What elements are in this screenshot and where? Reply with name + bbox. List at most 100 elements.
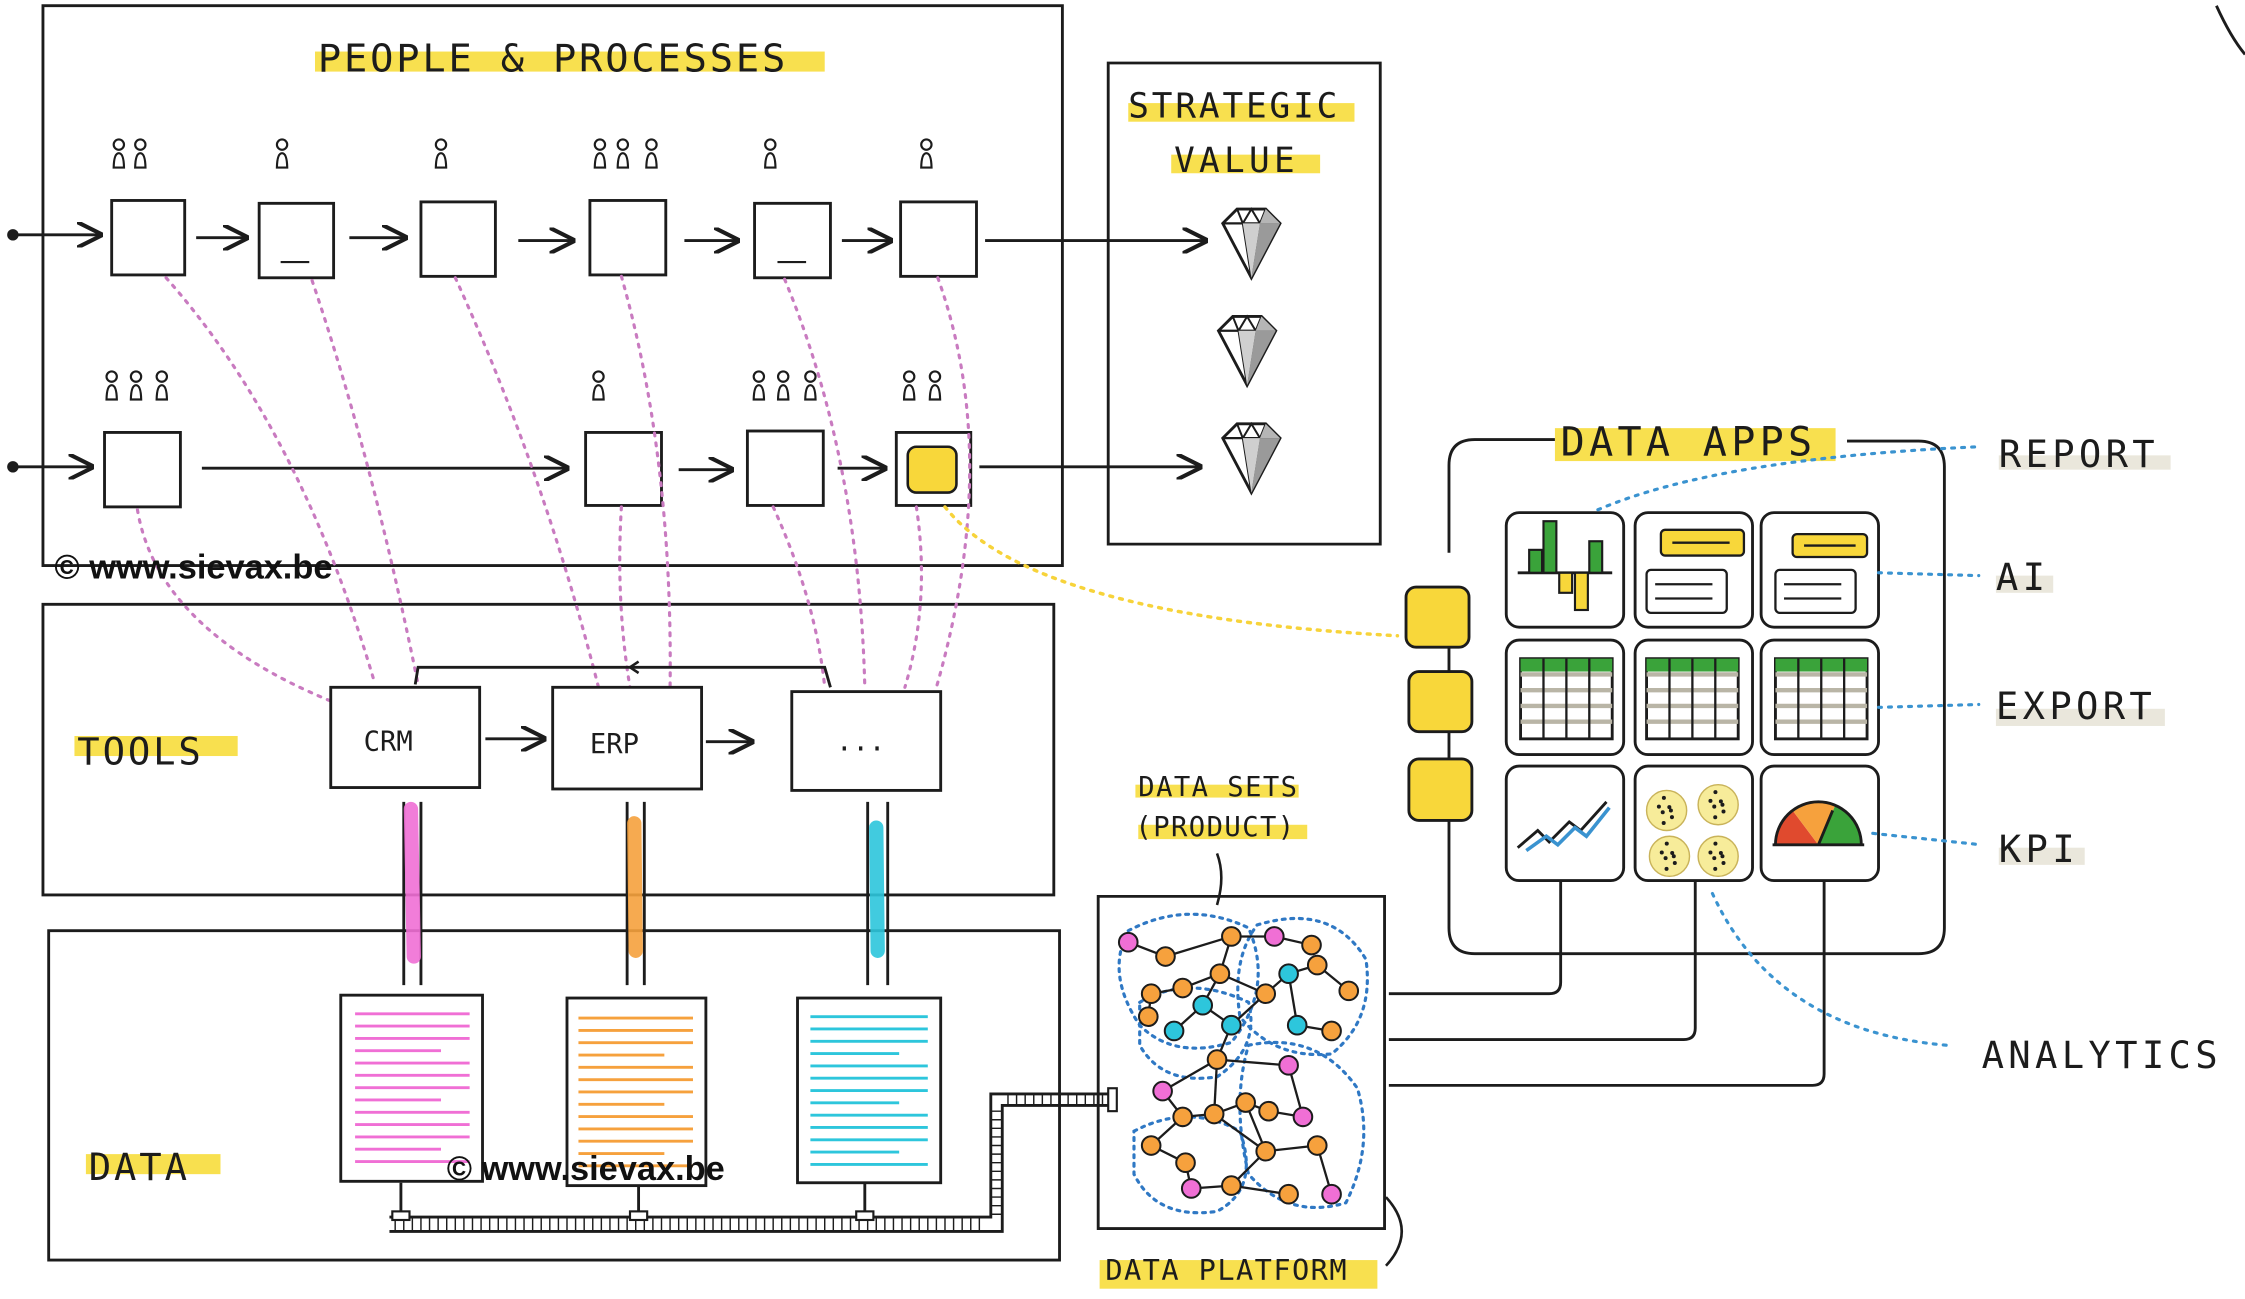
scatter-dot bbox=[1712, 856, 1717, 861]
scatter-dot bbox=[1721, 861, 1726, 866]
ai-label: AI bbox=[1996, 555, 2049, 599]
network-node bbox=[1155, 946, 1176, 967]
process-step bbox=[899, 200, 978, 278]
scatter-dot bbox=[1670, 850, 1675, 855]
scatter-dot bbox=[1718, 850, 1723, 855]
tool-data-connectors bbox=[402, 801, 890, 986]
strategic-value-title-1: STRATEGIC bbox=[1128, 86, 1340, 126]
network-node bbox=[1306, 1135, 1328, 1156]
cluster-blob bbox=[1697, 835, 1739, 878]
network-node bbox=[1206, 1049, 1228, 1070]
scatter-dot bbox=[1718, 799, 1723, 804]
cluster-blob bbox=[1648, 835, 1691, 878]
strategic-value-title-2: VALUE bbox=[1174, 141, 1299, 181]
process-step bbox=[257, 201, 336, 280]
process-step bbox=[110, 199, 187, 277]
analytics-label: ANALYTICS bbox=[1982, 1033, 2222, 1077]
data-store-erp bbox=[565, 996, 708, 1188]
scatter-dot bbox=[1713, 790, 1718, 795]
person-icon bbox=[155, 370, 169, 401]
scatter-dot bbox=[1708, 798, 1713, 803]
person-icon bbox=[616, 138, 630, 169]
network-node bbox=[1255, 1140, 1277, 1162]
person-icon bbox=[275, 138, 289, 169]
data-store-other bbox=[796, 996, 943, 1185]
process-row-1 bbox=[7, 138, 1205, 280]
diamond-icon bbox=[1221, 207, 1282, 280]
bar-chart-icon bbox=[1517, 520, 1613, 612]
ai-card-icon bbox=[1774, 532, 1869, 614]
person-icon bbox=[134, 138, 147, 169]
scatter-dot bbox=[1720, 854, 1725, 859]
scatter-dot bbox=[1664, 841, 1669, 846]
person-icon bbox=[129, 370, 143, 401]
network-node bbox=[1292, 1106, 1314, 1128]
data-platform-title: DATA PLATFORM bbox=[1105, 1253, 1348, 1287]
people-processes-frame bbox=[41, 4, 1064, 568]
network-edge bbox=[1165, 935, 1232, 958]
network-node bbox=[1192, 994, 1214, 1016]
scatter-dot bbox=[1713, 841, 1718, 846]
tool-crm bbox=[329, 685, 482, 789]
person-icon bbox=[928, 370, 942, 401]
network-node bbox=[1172, 1106, 1193, 1128]
network-node bbox=[1221, 1014, 1242, 1036]
scatter-dot bbox=[1669, 815, 1674, 820]
scatter-dot bbox=[1659, 850, 1664, 855]
person-icon bbox=[764, 138, 777, 169]
scatter-dot bbox=[1668, 808, 1673, 813]
network-node bbox=[1221, 1175, 1242, 1196]
network-node bbox=[1137, 1006, 1159, 1027]
process-step bbox=[584, 431, 663, 507]
data-title: DATA bbox=[89, 1145, 190, 1189]
scatter-dot bbox=[1720, 802, 1725, 807]
network-node bbox=[1263, 926, 1285, 947]
network-node bbox=[1140, 1135, 1162, 1156]
scatter-dot bbox=[1713, 866, 1718, 871]
gauge-icon bbox=[1772, 800, 1865, 847]
tool-other bbox=[790, 690, 943, 792]
network-edge bbox=[1213, 1113, 1267, 1153]
process-step bbox=[103, 431, 182, 509]
person-icon bbox=[434, 138, 448, 169]
strategic-value-frame bbox=[1106, 61, 1382, 546]
scatter-dot bbox=[1708, 850, 1713, 855]
ai-card-icon bbox=[1645, 528, 1746, 614]
network-node bbox=[1203, 1103, 1225, 1125]
report-label: REPORT bbox=[1999, 432, 2159, 476]
scatter-dot bbox=[1656, 804, 1661, 809]
person-icon bbox=[776, 370, 790, 401]
scatter-icon bbox=[1645, 783, 1739, 878]
process-tool-links bbox=[135, 274, 972, 704]
data-sets-title-1: DATA SETS bbox=[1138, 772, 1298, 803]
app-tile-line bbox=[1504, 764, 1626, 883]
scatter-dot bbox=[1660, 810, 1665, 815]
scatter-dot bbox=[1712, 804, 1717, 809]
person-icon bbox=[592, 370, 605, 401]
scatter-dot bbox=[1661, 821, 1666, 826]
scatter-dot bbox=[1671, 854, 1676, 859]
network-node bbox=[1255, 983, 1277, 1005]
person-icon bbox=[105, 370, 118, 401]
people-processes-title: PEOPLE & PROCESSES bbox=[318, 37, 788, 82]
app-label-links bbox=[1596, 445, 1984, 1047]
person-icon bbox=[645, 138, 658, 169]
network-node bbox=[1221, 926, 1242, 947]
export-label: EXPORT bbox=[1996, 684, 2156, 728]
network-node bbox=[1163, 1020, 1185, 1042]
scatter-dot bbox=[1667, 805, 1672, 810]
scatter-dot bbox=[1713, 815, 1718, 820]
kpi-label: KPI bbox=[1999, 827, 2079, 871]
diamond-icon bbox=[1216, 314, 1278, 387]
network-edge bbox=[1216, 1058, 1289, 1067]
table-icon bbox=[1519, 657, 1614, 741]
data-apps-side-tiles bbox=[1404, 585, 1474, 822]
scatter-dot bbox=[1663, 856, 1668, 861]
watermark: © www.sievax.be bbox=[447, 1150, 725, 1188]
process-row-2 bbox=[7, 370, 1200, 509]
table-icon bbox=[1774, 657, 1869, 741]
scatter-dot bbox=[1664, 866, 1669, 871]
data-pipeline bbox=[389, 1087, 1118, 1233]
cluster-blob bbox=[1645, 789, 1688, 832]
